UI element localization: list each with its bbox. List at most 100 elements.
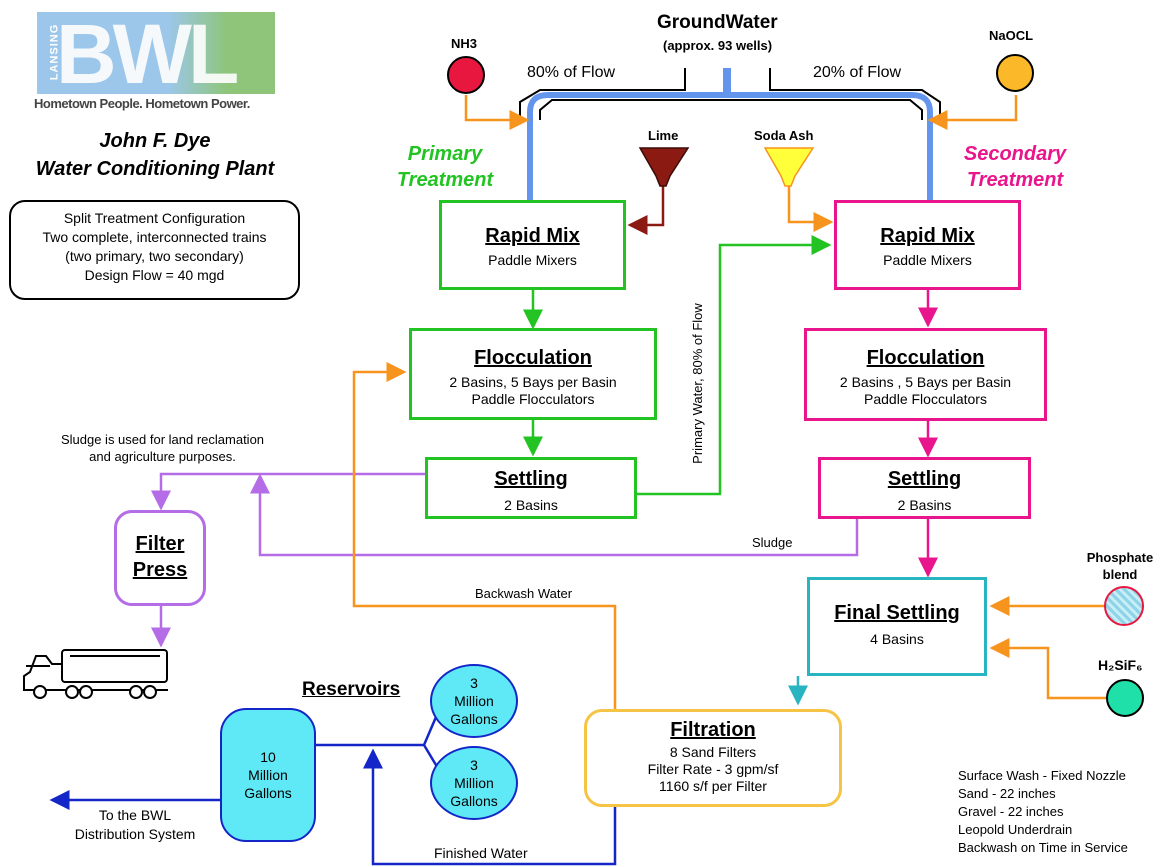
- soda-ash-label: Soda Ash: [754, 128, 814, 143]
- final-settling-box: Final Settling 4 Basins: [807, 577, 987, 676]
- config-line: Two complete, interconnected trains: [42, 229, 267, 245]
- reservoir-text: Million: [454, 693, 494, 709]
- filter-press-label: Press: [132, 559, 188, 581]
- primary-flocculation-detail: 2 Basins, 5 Bays per Basin: [449, 374, 617, 390]
- reservoir-text: Gallons: [450, 711, 498, 727]
- final-settling-title: Final Settling: [834, 602, 960, 624]
- filtration-box: Filtration 8 Sand Filters Filter Rate - …: [584, 709, 842, 807]
- lime-label: Lime: [648, 128, 679, 143]
- filtration-detail: 8 Sand Filters: [669, 744, 757, 760]
- filtration-title: Filtration: [670, 719, 756, 741]
- truck-icon: [23, 649, 168, 699]
- filter-note: Leopold Underdrain: [958, 822, 1073, 837]
- primary-rapid-mix-title: Rapid Mix: [485, 225, 580, 247]
- filter-note: Surface Wash - Fixed Nozzle: [958, 768, 1126, 783]
- right-flow-label: 20% of Flow: [813, 64, 902, 81]
- sludge-note-line: Sludge is used for land reclamation: [60, 432, 265, 447]
- filter-note: Gravel - 22 inches: [958, 804, 1064, 819]
- sludge-line: [250, 473, 859, 557]
- h2sif6-feed-icon: [1106, 679, 1144, 717]
- groundwater-pipe: [519, 68, 941, 200]
- filter-press-label: Filter: [135, 533, 185, 555]
- secondary-flocculation-detail: Paddle Flocculators: [864, 391, 987, 407]
- secondary-flocculation-box: Flocculation 2 Basins , 5 Bays per Basin…: [804, 328, 1047, 421]
- logo-tagline: Hometown People. Hometown Power.: [34, 96, 250, 111]
- primary-flocculation-title: Flocculation: [474, 347, 592, 369]
- logo-main-text: BWL: [56, 7, 239, 101]
- h2sif6-feed: [989, 638, 1110, 700]
- secondary-flocculation-title: Flocculation: [866, 347, 985, 369]
- distribution-line: Distribution System: [74, 826, 196, 842]
- reservoirs-title: Reservoirs: [302, 679, 401, 700]
- reservoir-3mg-lower: 3 Million Gallons: [430, 746, 518, 820]
- nh3-feed-icon: [447, 56, 485, 94]
- config-line: Design Flow = 40 mgd: [84, 267, 225, 283]
- primary-treatment-label: Primary Treatment: [396, 143, 494, 191]
- phosphate-feed-icon: [1104, 586, 1144, 626]
- filter-press-box: Filter Press: [114, 510, 206, 606]
- filter-note: Sand - 22 inches: [958, 786, 1056, 801]
- reservoir-10mg: 10 Million Gallons: [220, 708, 316, 842]
- reservoir-3mg-upper: 3 Million Gallons: [430, 664, 518, 738]
- distribution-line: To the BWL: [98, 807, 172, 823]
- secondary-settling-box: Settling 2 Basins: [818, 457, 1031, 519]
- finished-water-label: Finished Water: [434, 845, 528, 861]
- phosphate-label: Phosphate blend: [1086, 550, 1154, 582]
- reservoir-text: 3: [470, 757, 478, 773]
- reservoir-text: Million: [248, 767, 288, 783]
- primary-water-line: [637, 235, 832, 496]
- primary-settling-box: Settling 2 Basins: [425, 457, 637, 519]
- sludge-note-line: and agriculture purposes.: [89, 449, 236, 464]
- groundwater-subtitle: (approx. 93 wells): [663, 38, 773, 53]
- primary-rapid-mix-detail: Paddle Mixers: [488, 252, 577, 268]
- config-box: Split Treatment Configuration Two comple…: [9, 200, 300, 300]
- secondary-rapid-mix-title: Rapid Mix: [880, 225, 975, 247]
- primary-flocculation-detail: Paddle Flocculators: [471, 391, 595, 407]
- primary-settling-title: Settling: [494, 468, 568, 490]
- reservoir-text: 3: [470, 675, 478, 691]
- nh3-label: NH3: [451, 36, 478, 51]
- finished-water-line: [363, 748, 617, 866]
- groundwater-title: GroundWater: [657, 12, 778, 33]
- primary-rapid-mix-box: Rapid Mix Paddle Mixers: [439, 200, 626, 290]
- soda-ash-feed: [787, 186, 834, 232]
- reservoir-text: 10: [260, 749, 276, 765]
- filtration-detail: 1160 s/f per Filter: [659, 778, 767, 794]
- secondary-rapid-mix-box: Rapid Mix Paddle Mixers: [834, 200, 1021, 290]
- plant-name-line1: John F. Dye: [99, 130, 211, 152]
- config-line: Split Treatment Configuration: [63, 210, 246, 226]
- filter-note: Backwash on Time in Service: [958, 840, 1128, 855]
- backwash-line: [352, 362, 617, 709]
- secondary-treatment-label: Secondary Treatment: [963, 143, 1067, 191]
- h2sif6-label: H₂SiF₆: [1098, 657, 1143, 673]
- logo-box: [37, 12, 275, 94]
- bwl-logo: LANSING BWL Hometown People. Hometown Po…: [34, 7, 284, 111]
- reservoir-text: Gallons: [450, 793, 498, 809]
- final-settling-detail: 4 Basins: [870, 631, 924, 647]
- distribution-label: To the BWL Distribution System: [50, 806, 220, 844]
- config-line: (two primary, two secondary): [65, 248, 244, 264]
- secondary-rapid-mix-detail: Paddle Mixers: [883, 252, 972, 268]
- primary-settling-detail: 2 Basins: [504, 497, 558, 513]
- naocl-label: NaOCL: [989, 28, 1034, 43]
- plant-title: John F. Dye Water Conditioning Plant: [10, 127, 300, 183]
- backwash-label: Backwash Water: [475, 586, 573, 601]
- lime-feed: [627, 186, 665, 235]
- reservoir-text: Million: [454, 775, 494, 791]
- naocl-feed: [927, 95, 1018, 130]
- reservoir-text: Gallons: [244, 785, 292, 801]
- sludge-note: Sludge is used for land reclamation and …: [20, 431, 305, 465]
- secondary-settling-title: Settling: [887, 468, 962, 490]
- lime-hopper: [638, 147, 690, 187]
- left-flow-label: 80% of Flow: [527, 64, 616, 81]
- filtration-detail: Filter Rate - 3 gpm/sf: [647, 761, 779, 777]
- naocl-feed-icon: [996, 54, 1034, 92]
- sludge-label: Sludge: [752, 535, 793, 550]
- plant-name-line2: Water Conditioning Plant: [35, 158, 275, 180]
- filter-notes: Surface Wash - Fixed Nozzle Sand - 22 in…: [958, 767, 1128, 857]
- secondary-flocculation-detail: 2 Basins , 5 Bays per Basin: [839, 374, 1012, 390]
- secondary-settling-detail: 2 Basins: [897, 497, 952, 513]
- primary-water-label: Primary Water, 80% of Flow: [689, 303, 705, 464]
- primary-flocculation-box: Flocculation 2 Basins, 5 Bays per Basin …: [409, 328, 657, 420]
